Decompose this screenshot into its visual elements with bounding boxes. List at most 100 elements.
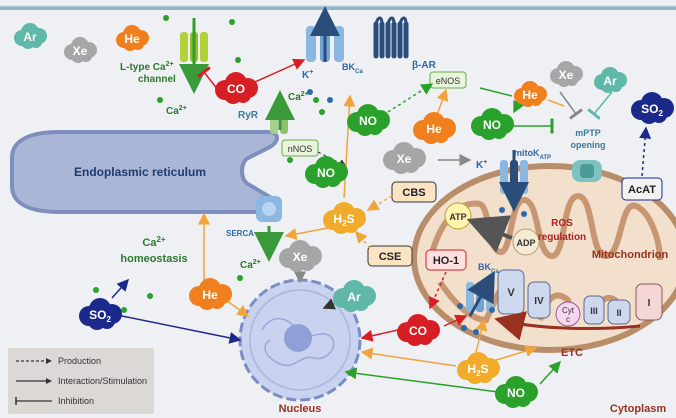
serca-label: SERCA bbox=[226, 229, 254, 238]
ar-cloud-right: Ar bbox=[594, 67, 627, 93]
cytoplasm-label: Cytoplasm bbox=[610, 403, 666, 415]
cristae-upper bbox=[427, 192, 663, 261]
nucleolus bbox=[284, 324, 312, 352]
he-cloud-mid: He bbox=[413, 112, 456, 144]
inhibition-bar-icon bbox=[15, 397, 52, 405]
adp-label: ADP bbox=[516, 238, 535, 248]
legend-production-label: Production bbox=[58, 356, 102, 366]
svg-text:NO: NO bbox=[507, 386, 525, 400]
nucleus-label: Nucleus bbox=[279, 403, 322, 415]
svg-text:H2S: H2S bbox=[333, 212, 354, 228]
svg-text:Xe: Xe bbox=[397, 152, 412, 166]
xe-inhibits-mptp bbox=[559, 91, 583, 120]
svg-text:c: c bbox=[566, 315, 570, 324]
endoplasmic-reticulum bbox=[10, 130, 279, 214]
complex-i: I bbox=[635, 283, 663, 321]
bkca-label-top: BKCa bbox=[342, 62, 363, 75]
cbs-label: CBS bbox=[402, 187, 425, 199]
h2s-cloud-mid: H2S bbox=[323, 202, 366, 234]
ros-label-1: ROS bbox=[551, 218, 573, 229]
xe-cloud-top: Xe bbox=[64, 37, 97, 63]
etc-label: ETC bbox=[561, 347, 583, 359]
legend: Production Interaction/Stimulation Inhib… bbox=[8, 348, 154, 414]
adp-to-atp-arrow bbox=[466, 215, 513, 253]
he-cloud-top: He bbox=[116, 25, 149, 51]
ltype-label-1: L-type Ca2+ bbox=[120, 61, 174, 73]
mptp-label-2: opening bbox=[571, 140, 606, 150]
no-cloud-mito: NO bbox=[471, 108, 514, 140]
so2-to-nucleus-arrow bbox=[111, 313, 242, 344]
xe-cloud-right: Xe bbox=[550, 61, 583, 87]
er-label: Endoplasmic reticulum bbox=[74, 165, 206, 179]
legend-inhibition-label: Inhibition bbox=[58, 396, 95, 406]
svg-text:SO2: SO2 bbox=[641, 102, 663, 118]
etc-flow-arrow bbox=[494, 311, 641, 341]
no-cloud-low: NO bbox=[495, 376, 538, 408]
complex-v: V bbox=[497, 269, 525, 315]
svg-text:Ar: Ar bbox=[23, 30, 37, 44]
he-to-mptp-line bbox=[547, 99, 565, 107]
ar-cloud-top: Ar bbox=[14, 23, 47, 49]
mptp-label-1: mPTP bbox=[575, 128, 601, 138]
legend-interaction-label: Interaction/Stimulation bbox=[58, 376, 148, 386]
svg-text:CO: CO bbox=[227, 82, 245, 96]
svg-text:He: He bbox=[202, 288, 218, 302]
no-to-etc-arrow bbox=[539, 360, 562, 385]
cbs-box bbox=[391, 181, 437, 203]
enos-label: eNOS bbox=[436, 76, 461, 86]
ho1-box bbox=[425, 249, 467, 271]
k-ion-dots bbox=[307, 89, 527, 335]
svg-text:NO: NO bbox=[483, 118, 501, 132]
ca-label-ryr: Ca2+ bbox=[288, 91, 309, 103]
atp-label: ATP bbox=[449, 212, 466, 222]
he-cloud-right: He bbox=[514, 81, 547, 107]
svg-text:He: He bbox=[426, 122, 442, 136]
svg-text:I: I bbox=[648, 298, 651, 309]
ar-inhibits-mptp bbox=[587, 91, 613, 120]
cse-label: CSE bbox=[379, 251, 402, 263]
co-cloud-low: CO bbox=[397, 314, 440, 346]
enos-box bbox=[429, 71, 467, 89]
mitokatp-label: mitoKATP bbox=[514, 148, 551, 161]
complex-iii: III bbox=[583, 295, 605, 325]
nucleus-chromatin bbox=[249, 289, 351, 391]
svg-text:Xe: Xe bbox=[559, 68, 574, 82]
svg-text:Cyt: Cyt bbox=[562, 306, 575, 315]
h2s-to-nucleus-arrow bbox=[360, 347, 457, 367]
svg-text:Xe: Xe bbox=[293, 250, 308, 264]
h2s-to-etc-arrow bbox=[495, 345, 538, 361]
co-to-nucleus-arrow bbox=[360, 329, 399, 342]
complex-iv: IV bbox=[527, 281, 551, 319]
he-to-nucleus-arrow bbox=[225, 299, 250, 317]
enos-to-mito-line bbox=[479, 87, 513, 97]
no-cloud-nnos: NO bbox=[305, 156, 348, 188]
svg-text:Xe: Xe bbox=[73, 44, 88, 58]
h2s-to-bkca-mito-arrow bbox=[475, 318, 488, 353]
no-to-nucleus-arrow bbox=[344, 367, 499, 393]
legend-production: Production bbox=[14, 356, 101, 366]
legend-inhibition: Inhibition bbox=[14, 396, 94, 406]
no-cloud-enos: NO bbox=[347, 104, 390, 136]
ca-label-top: Ca2+ bbox=[166, 105, 187, 117]
acat-box bbox=[621, 177, 663, 201]
ros-label-2: regulation bbox=[538, 232, 586, 243]
xe-cloud-low: Xe bbox=[279, 240, 322, 272]
svg-text:V: V bbox=[507, 287, 515, 299]
ar-cloud-low: Ar bbox=[333, 280, 376, 312]
ho1-label: HO-1 bbox=[433, 255, 459, 267]
svg-text:NO: NO bbox=[317, 166, 335, 180]
legend-interaction: Interaction/Stimulation bbox=[14, 376, 147, 386]
solid-arrow-icon bbox=[16, 378, 52, 384]
cse-to-h2s-arrow bbox=[355, 230, 371, 249]
enos-to-no-arrow bbox=[387, 83, 434, 113]
svg-text:He: He bbox=[124, 32, 140, 46]
k-label-top: K+ bbox=[302, 69, 313, 81]
svg-text:III: III bbox=[590, 306, 598, 316]
mptp-pore bbox=[572, 160, 602, 182]
k-label-mito: K+ bbox=[476, 159, 487, 171]
ca-homeostasis-line2: homeostasis bbox=[120, 253, 187, 265]
mito-label: Mitochondrion bbox=[592, 249, 669, 261]
svg-text:Ar: Ar bbox=[347, 290, 361, 304]
h2s-to-bkca-arrow bbox=[343, 94, 356, 199]
svg-text:CO: CO bbox=[409, 324, 427, 338]
